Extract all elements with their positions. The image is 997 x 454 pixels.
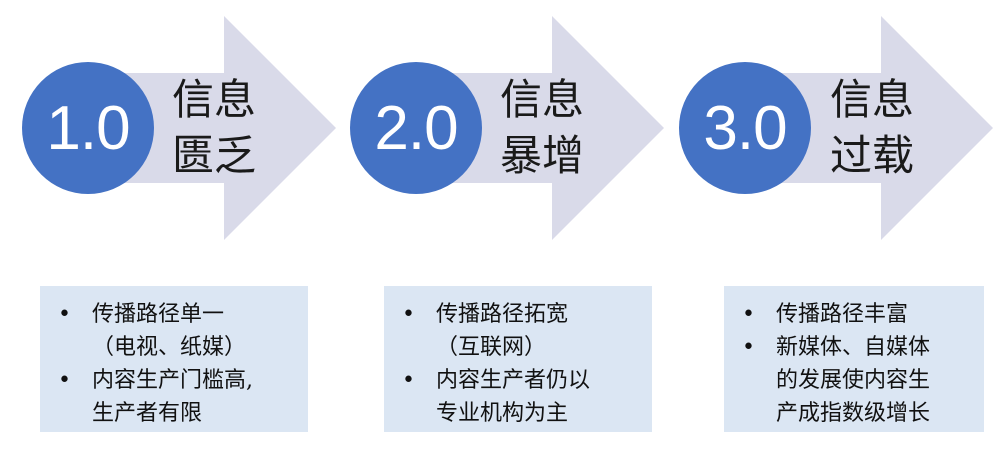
stage-1-description-box: 传播路径单一 （电视、纸媒） 内容生产门槛高, 生产者有限 bbox=[40, 286, 308, 432]
stage-1-bullet-1-line-2: （电视、纸媒） bbox=[92, 335, 247, 360]
stage-3-bullet-2-line-1: 新媒体、自媒体 bbox=[776, 335, 931, 360]
stage-2-description-box: 传播路径拓宽 （互联网） 内容生产者仍以 专业机构为主 bbox=[384, 286, 652, 432]
stage-3-title-line1: 信息 bbox=[830, 75, 915, 124]
stage-1-bullet-2-line-1: 内容生产门槛高, bbox=[92, 368, 253, 393]
stage-2-number: 2.0 bbox=[374, 93, 458, 163]
stage-1-bullet-1: 传播路径单一 （电视、纸媒） bbox=[58, 298, 298, 364]
stage-1-title-line1: 信息 bbox=[172, 75, 257, 124]
stage-1-bullet-2: 内容生产门槛高, 生产者有限 bbox=[58, 364, 298, 430]
stage-2-bullet-1: 传播路径拓宽 （互联网） bbox=[402, 298, 642, 364]
stage-3-description-box: 传播路径丰富 新媒体、自媒体 的发展使内容生 产成指数级增长 bbox=[724, 286, 984, 432]
stage-1-title: 信息 匮乏 bbox=[172, 72, 256, 184]
stage-2-arrow bbox=[412, 16, 664, 240]
stage-1-arrow bbox=[84, 16, 336, 240]
stage-1-title-line2: 匮乏 bbox=[172, 131, 257, 180]
stage-1-bullet-2-line-2: 生产者有限 bbox=[92, 401, 203, 426]
stage-2-title-line1: 信息 bbox=[500, 75, 585, 124]
stage-2-title-line2: 暴增 bbox=[500, 131, 585, 180]
stage-3-number: 3.0 bbox=[703, 93, 787, 163]
stage-2-title: 信息 暴增 bbox=[500, 72, 584, 184]
stage-2-bullet-1-line-2: （互联网） bbox=[436, 335, 547, 360]
stage-1-number-circle: 1.0 bbox=[22, 62, 154, 194]
stage-2-bullet-1-line-1: 传播路径拓宽 bbox=[436, 302, 569, 327]
stage-3-title-line2: 过载 bbox=[830, 131, 915, 180]
stage-2-number-circle: 2.0 bbox=[350, 62, 482, 194]
stage-3-bullet-2-line-3: 产成指数级增长 bbox=[776, 401, 931, 426]
stage-1-bullet-1-line-1: 传播路径单一 bbox=[92, 302, 225, 327]
stage-3-bullet-1-line-1: 传播路径丰富 bbox=[776, 302, 909, 327]
stage-2-bullet-2-line-2: 专业机构为主 bbox=[436, 401, 569, 426]
stage-3-bullet-2: 新媒体、自媒体 的发展使内容生 产成指数级增长 bbox=[742, 331, 974, 430]
stage-1-number: 1.0 bbox=[46, 93, 130, 163]
stage-2-bullet-2-line-1: 内容生产者仍以 bbox=[436, 368, 591, 393]
stage-3-title: 信息 过载 bbox=[830, 72, 914, 184]
stage-3-number-circle: 3.0 bbox=[679, 62, 811, 194]
stage-2-bullet-2: 内容生产者仍以 专业机构为主 bbox=[402, 364, 642, 430]
stage-3-arrow bbox=[741, 16, 993, 240]
stage-3-bullet-2-line-2: 的发展使内容生 bbox=[776, 368, 931, 393]
stage-3-bullet-1: 传播路径丰富 bbox=[742, 298, 974, 331]
